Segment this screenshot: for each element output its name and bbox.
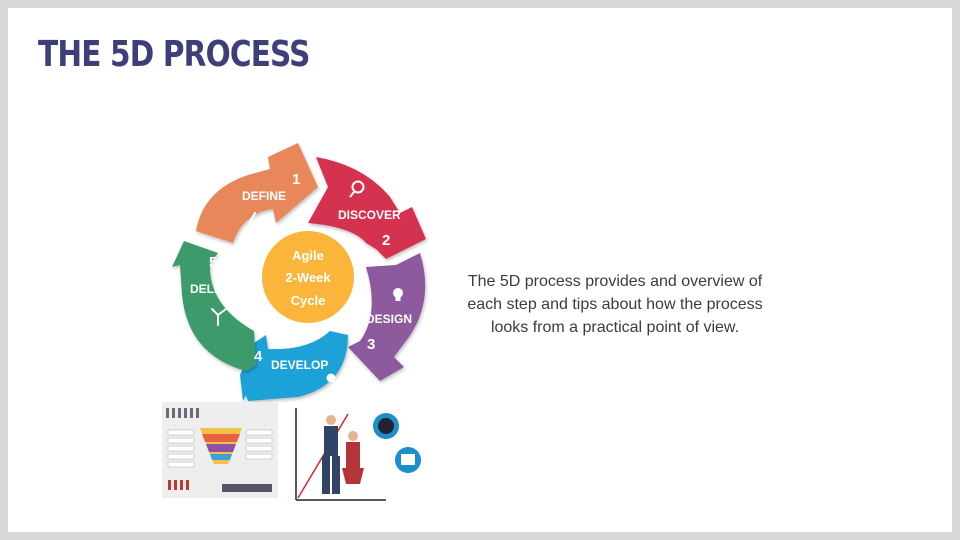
- person-man: [322, 415, 340, 494]
- step-5-label: DELIVER: [190, 282, 242, 296]
- pin-icon: [373, 413, 421, 473]
- center-line-1: Agile: [292, 248, 324, 263]
- step-2-number: 2: [382, 232, 390, 249]
- person-woman: [342, 431, 364, 484]
- slide-title: THE 5D PROCESS: [38, 34, 310, 75]
- define-arrow: [196, 143, 318, 243]
- step-1-number: 1: [292, 171, 300, 188]
- step-1-label: DEFINE: [242, 189, 286, 203]
- magnifier-icon: [349, 180, 365, 198]
- develop-arrow: [240, 331, 348, 401]
- growth-illustration: [295, 408, 421, 501]
- center-line-3: Cycle: [291, 293, 326, 308]
- pencil-icon: [246, 211, 257, 228]
- funnel-illustration: [162, 402, 278, 498]
- gears-icon: [326, 373, 344, 390]
- lightbulb-icon: [393, 288, 403, 301]
- center-line-2: 2-Week: [285, 270, 331, 285]
- arrows-split-icon: [211, 308, 227, 326]
- step-4-label: DEVELOP: [271, 358, 328, 372]
- step-3-label: DESIGN: [366, 312, 412, 326]
- cycle-diagram: Agile 2-Week Cycle 1 DEFINE DISCOVER 2 D…: [172, 143, 426, 401]
- slide: THE 5D PROCESS Agile 2-Week Cycle 1 DEFI…: [8, 8, 952, 532]
- step-3-number: 3: [367, 336, 375, 353]
- step-4-number: 4: [254, 348, 263, 365]
- deliver-arrow: [172, 241, 256, 371]
- cycle-center: [262, 231, 354, 323]
- step-5-number: 5: [209, 254, 217, 271]
- step-2-label: DISCOVER: [338, 208, 401, 222]
- slide-description: The 5D process provides and overview of …: [467, 273, 763, 336]
- design-arrow: [348, 253, 426, 381]
- discover-arrow: [308, 157, 426, 259]
